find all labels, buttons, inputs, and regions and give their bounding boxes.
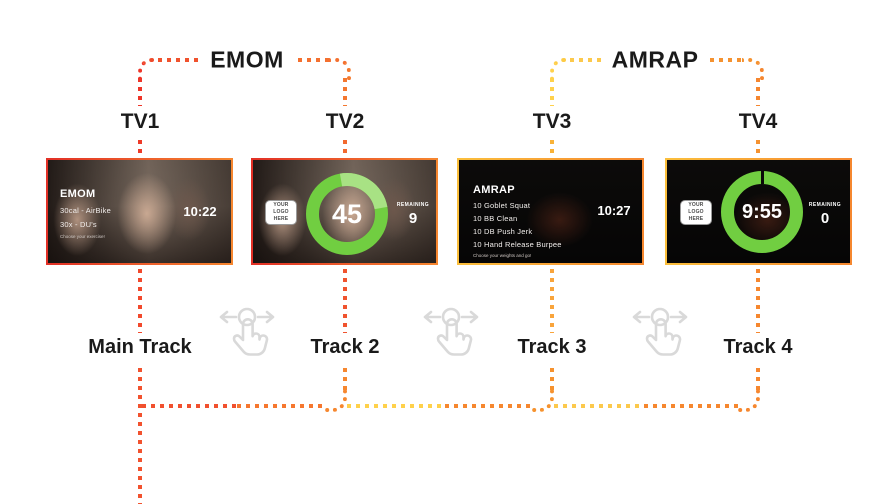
track2-label: Track 2 [302, 336, 388, 359]
tv4-ring-notch [760, 171, 764, 184]
tv4-screen: YOUR LOGO HERE 9:55 REMAINING 0 [665, 158, 852, 265]
bus-line-segment [237, 404, 325, 408]
tv1-screen: EMOM 30cal - AirBike 30x - DU's Choose y… [46, 158, 233, 265]
tv3-timer: 10:27 [597, 203, 631, 218]
swipe-gesture-icon [423, 307, 479, 356]
tv3-workout-note: Choose your weights and go! [473, 253, 532, 258]
tv3-workout-title: AMRAP [473, 184, 515, 196]
tv1-label: TV1 [120, 110, 160, 133]
tv2-screen: YOUR LOGO HERE 45 REMAINING 9 [251, 158, 438, 265]
tv3-workout-line: 10 DB Push Jerk [473, 227, 533, 236]
tv2-label: TV2 [325, 110, 365, 133]
bus-line-segment [142, 404, 237, 408]
tv3-label: TV3 [532, 110, 572, 133]
emom-bracket-left-corner [138, 58, 160, 80]
amrap-bracket-left-drop [550, 78, 554, 106]
emom-bracket-line-right [280, 58, 329, 62]
tv1-workout-line: 30x - DU's [60, 220, 97, 229]
tv2-remaining: REMAINING 9 [397, 202, 429, 227]
tv4-stub [756, 140, 760, 157]
bus-line-segment [445, 404, 532, 408]
tv2-remaining-label: REMAINING [396, 202, 430, 208]
tv4-logo-placeholder: YOUR LOGO HERE [680, 200, 712, 225]
tv4-progress-ring: 9:55 [721, 171, 803, 253]
tv3-workout-line: 10 Goblet Squat [473, 201, 531, 210]
tv1-workout-title: EMOM [60, 188, 96, 200]
amrap-bracket-left-corner [550, 58, 572, 80]
bus-line-segment [644, 404, 738, 408]
track4-line-upper [756, 269, 760, 333]
bus-line-segment [347, 404, 445, 408]
emom-bracket-right-drop [343, 78, 347, 106]
tv1-workout-line: 30cal - AirBike [60, 206, 111, 215]
tv2-logo-placeholder: YOUR LOGO HERE [265, 200, 297, 225]
track2-line-upper [343, 269, 347, 333]
tv1-timer: 10:22 [183, 204, 217, 219]
tv2-progress-ring: 45 [289, 160, 405, 263]
track2-bend [325, 388, 347, 412]
bus-line-segment [554, 404, 644, 408]
amrap-bracket-line-right [692, 58, 742, 62]
track3-line-lower [550, 368, 554, 390]
tv2-stub [343, 140, 347, 157]
tv4-remaining-label: REMAINING [808, 202, 842, 208]
tv2-logo-text: YOUR LOGO HERE [273, 201, 289, 223]
track3-line-upper [550, 269, 554, 333]
emom-bracket-line-left [158, 58, 213, 62]
tv4-remaining: REMAINING 0 [809, 202, 841, 227]
amrap-bracket-line-left [570, 58, 618, 62]
tv3-stub [550, 140, 554, 157]
amrap-bracket-right-drop [756, 78, 760, 106]
swipe-gesture-icon [632, 307, 688, 356]
emom-bracket-right-corner [329, 58, 351, 80]
main-track-line-upper [138, 269, 142, 333]
swipe-gesture-icon [219, 307, 275, 356]
tv4-label: TV4 [738, 110, 778, 133]
track3-bend [532, 388, 554, 412]
tv2-countdown-value: 45 [331, 198, 363, 229]
tv4-logo-text: YOUR LOGO HERE [688, 201, 704, 223]
tv3-screen: AMRAP 10 Goblet Squat 10 BB Clean 10 DB … [457, 158, 644, 265]
tv4-countdown-value: 9:55 [741, 200, 783, 223]
tv4-remaining-value: 0 [820, 210, 830, 227]
track4-label: Track 4 [715, 336, 801, 359]
tv3-workout-line: 10 BB Clean [473, 214, 518, 223]
track4-line-lower [756, 368, 760, 390]
emom-group-label: EMOM [200, 46, 294, 74]
track4-bend [738, 388, 760, 412]
track3-label: Track 3 [509, 336, 595, 359]
tv3-workout-line: 10 Hand Release Burpee [473, 240, 562, 249]
tv2-remaining-value: 9 [408, 210, 418, 227]
main-track-label: Main Track [80, 336, 200, 359]
amrap-bracket-right-corner [742, 58, 764, 80]
emom-bracket-left-drop [138, 78, 142, 106]
track2-line-lower [343, 368, 347, 390]
tv1-stub [138, 140, 142, 157]
main-track-line-lower [138, 368, 142, 504]
amrap-group-label: AMRAP [601, 46, 709, 74]
tv1-workout-note: Choose your exercise! [60, 234, 105, 239]
